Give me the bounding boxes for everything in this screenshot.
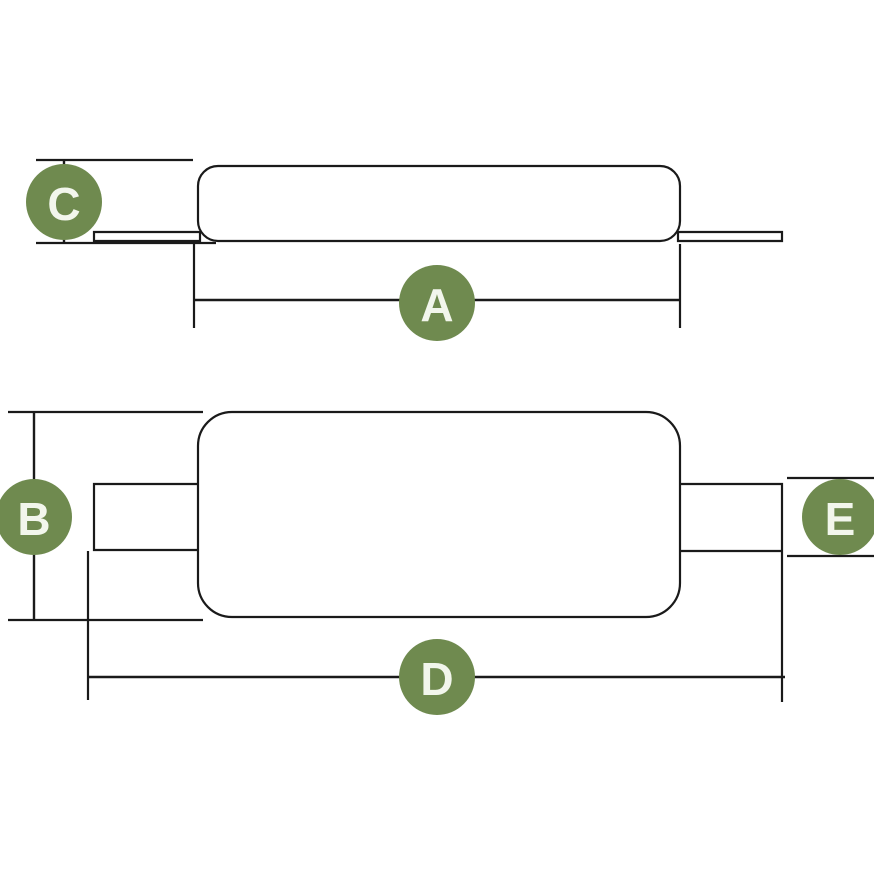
plan-view-right-tab (676, 482, 784, 553)
side-view-left-flange (92, 230, 202, 243)
callout-e-circle[interactable] (802, 479, 874, 555)
plan-view-body (196, 410, 682, 619)
callout-d[interactable]: D (399, 639, 475, 715)
callout-c[interactable]: C (26, 164, 102, 240)
plan-view-left-tab (92, 482, 202, 552)
callout-d-label: D (420, 653, 453, 705)
side-view-group (92, 164, 784, 243)
side-view-right-flange (676, 230, 784, 243)
callout-e[interactable]: E (802, 479, 874, 555)
callout-b[interactable]: B (0, 479, 72, 555)
callout-c-label: C (47, 178, 80, 230)
side-view-body (196, 164, 682, 243)
plan-view-group (92, 410, 784, 619)
callout-d-circle[interactable] (399, 639, 475, 715)
callout-e-label: E (825, 493, 856, 545)
callout-b-label: B (17, 493, 50, 545)
callout-a-label: A (420, 279, 453, 331)
callout-a[interactable]: A (399, 265, 475, 341)
callout-b-circle[interactable] (0, 479, 72, 555)
callout-c-circle[interactable] (26, 164, 102, 240)
callout-a-circle[interactable] (399, 265, 475, 341)
